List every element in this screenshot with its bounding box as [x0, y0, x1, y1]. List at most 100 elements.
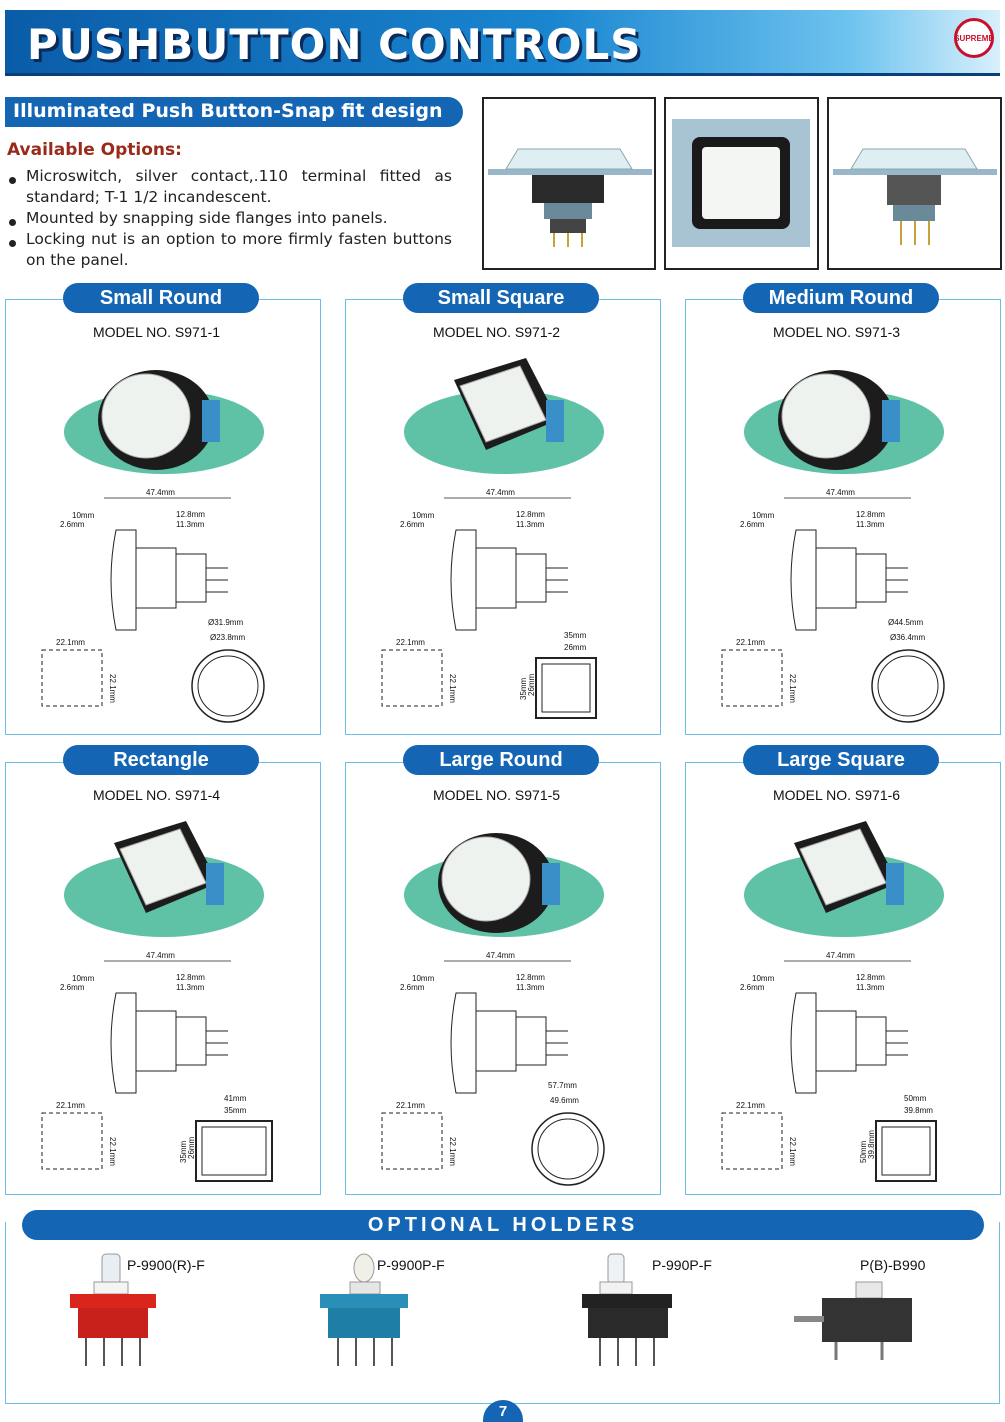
- side-view-photo: [482, 97, 656, 270]
- front-view-outer: [871, 649, 945, 723]
- dimension-label: 22.1mm: [788, 1137, 797, 1166]
- dimension-label: 35mm: [179, 1140, 188, 1163]
- front-view-inner: [197, 655, 259, 717]
- side-view-switch: [815, 547, 857, 609]
- page-number: 7: [483, 1400, 523, 1422]
- dimension-label: 49.6mm: [550, 1096, 579, 1105]
- model-number: MODEL NO. S971-4: [93, 787, 221, 803]
- product-drawing: 47.4mm10mm2.6mm12.8mm11.3mm22.1mm22.1mmØ…: [721, 370, 945, 723]
- dimension-label: 11.3mm: [856, 520, 885, 529]
- product-drawing: 47.4mm10mm2.6mm12.8mm11.3mm22.1mm22.1mm5…: [721, 821, 944, 1182]
- dimension-label: 10mm: [412, 974, 435, 983]
- holder-label: P(B)-B990: [860, 1257, 926, 1273]
- dimension-label: 22.1mm: [448, 674, 457, 703]
- side-view-outline: [450, 992, 477, 1094]
- front-view-inner: [877, 655, 939, 717]
- holder-black-image: [582, 1253, 672, 1366]
- button-lens: [781, 373, 871, 459]
- dimension-label: 11.3mm: [856, 983, 885, 992]
- dimension-label: Ø23.8mm: [210, 633, 245, 642]
- front-view-outer: [195, 1120, 273, 1182]
- holder-blue-image: [320, 1253, 408, 1366]
- dimension-label: 47.4mm: [826, 488, 855, 497]
- side-view-outline: [110, 992, 137, 1094]
- dimension-label: 26mm: [564, 643, 587, 652]
- side-view-terminal: [175, 553, 207, 603]
- dimension-label: 12.8mm: [176, 510, 205, 519]
- options-list: Microswitch, silver contact,.110 termina…: [7, 166, 452, 271]
- front-view-outer: [531, 1112, 605, 1186]
- switch-body: [542, 863, 560, 905]
- dimension-label: 39.8mm: [867, 1130, 876, 1159]
- dimension-label: 50mm: [904, 1094, 927, 1103]
- product-title: Medium Round: [743, 283, 939, 313]
- dimension-label: 50mm: [859, 1140, 868, 1163]
- dimension-label: 26mm: [187, 1136, 196, 1159]
- side-view-switch: [475, 1010, 517, 1072]
- panel-cutout: [721, 649, 783, 707]
- dimension-label: 10mm: [72, 974, 95, 983]
- front-view-inner: [201, 1126, 267, 1176]
- switch-body: [886, 863, 904, 905]
- panel-cutout: [41, 1112, 103, 1170]
- panel-cutout: [721, 1112, 783, 1170]
- dimension-label: 22.1mm: [108, 1137, 117, 1166]
- holder-label: P-9900(R)-F: [127, 1257, 205, 1273]
- panel-cutout: [381, 649, 443, 707]
- dimension-label: 22.1mm: [448, 1137, 457, 1166]
- dimension-label: 22.1mm: [396, 1101, 425, 1110]
- dimension-label: 12.8mm: [856, 973, 885, 982]
- holder-red-image: [70, 1253, 156, 1366]
- product-title: Small Round: [63, 283, 259, 313]
- dimension-label: 12.8mm: [516, 973, 545, 982]
- dimension-label: 11.3mm: [516, 520, 545, 529]
- dimension-label: Ø36.4mm: [890, 633, 925, 642]
- dimension-label: 10mm: [752, 511, 775, 520]
- front-view-inner: [537, 1118, 599, 1180]
- dimension-label: 47.4mm: [486, 951, 515, 960]
- dimension-label: 57.7mm: [548, 1081, 577, 1090]
- dimension-label: 22.1mm: [788, 674, 797, 703]
- dimension-label: 26mm: [527, 673, 536, 696]
- model-number: MODEL NO. S971-3: [773, 324, 901, 340]
- panel-cutout: [381, 1112, 443, 1170]
- dimension-label: 2.6mm: [400, 520, 425, 529]
- dimension-label: 22.1mm: [736, 1101, 765, 1110]
- dimension-label: 22.1mm: [56, 638, 85, 647]
- dimension-label: 35mm: [519, 677, 528, 700]
- side-view-terminal: [175, 1016, 207, 1066]
- dimension-label: 35mm: [564, 631, 587, 640]
- model-number: MODEL NO. S971-6: [773, 787, 901, 803]
- dimension-label: 47.4mm: [146, 488, 175, 497]
- panel-cutout: [41, 649, 103, 707]
- dimension-label: 22.1mm: [396, 638, 425, 647]
- dimension-label: 2.6mm: [60, 520, 85, 529]
- holder-label: P-9900P-F: [377, 1257, 445, 1273]
- options-title: Available Options:: [7, 140, 182, 160]
- option-item: Locking nut is an option to more firmly …: [7, 229, 452, 271]
- product-drawing: 47.4mm10mm2.6mm12.8mm11.3mm22.1mm22.1mm3…: [381, 358, 604, 719]
- product-drawing: 47.4mm10mm2.6mm12.8mm11.3mm22.1mm22.1mm5…: [381, 833, 605, 1186]
- side-view-terminal: [515, 1016, 547, 1066]
- dimension-label: 12.8mm: [516, 510, 545, 519]
- model-number: MODEL NO. S971-5: [433, 787, 561, 803]
- dimension-label: 10mm: [412, 511, 435, 520]
- side-view-illustration: [488, 148, 652, 247]
- product-drawing: 47.4mm10mm2.6mm12.8mm11.3mm22.1mm22.1mmØ…: [41, 370, 265, 723]
- page-title: PUSHBUTTON CONTROLS: [27, 20, 642, 69]
- switch-body: [882, 400, 900, 442]
- button-lens: [101, 373, 191, 459]
- side-view-terminal: [515, 553, 547, 603]
- dimension-label: 22.1mm: [736, 638, 765, 647]
- front-view-outer: [875, 1120, 937, 1182]
- dimension-label: 2.6mm: [400, 983, 425, 992]
- side-view-outline: [790, 992, 817, 1094]
- dimension-label: Ø31.9mm: [208, 618, 243, 627]
- product-title: Large Square: [743, 745, 939, 775]
- front-view-outer: [191, 649, 265, 723]
- front-view-outer: [535, 657, 597, 719]
